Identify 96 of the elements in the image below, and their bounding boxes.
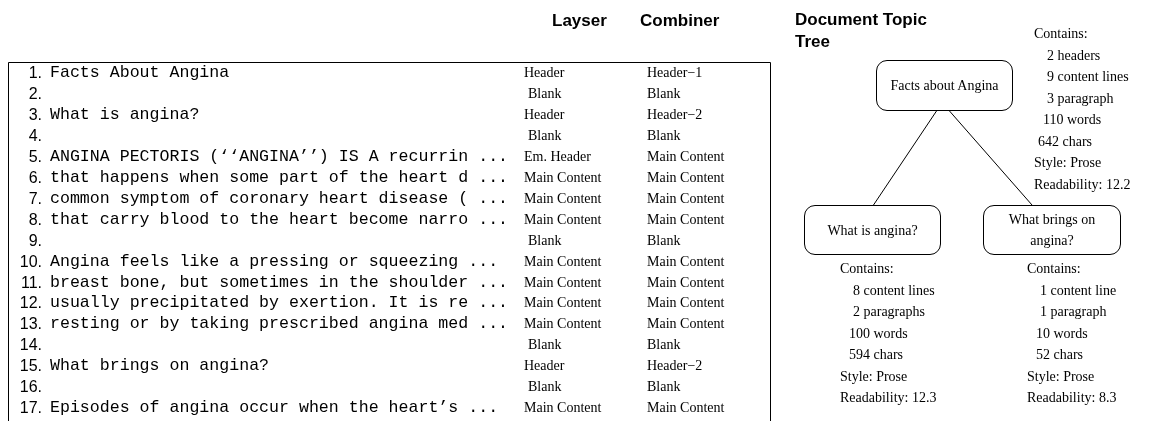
- line-number: 6.: [27, 167, 42, 188]
- line-number: 16.: [18, 377, 42, 398]
- line-number: 5.: [27, 146, 42, 167]
- line-text: common symptom of coronary heart disease ( ...: [50, 188, 509, 209]
- line-text: that carry blood to the heart become narro ...: [50, 209, 509, 230]
- layser-class: Main Content: [524, 168, 602, 187]
- topic-title: What is angina?: [827, 221, 918, 240]
- layser-class: Main Content: [524, 399, 602, 418]
- tree-link: [873, 110, 937, 206]
- layser-class: Main Content: [524, 189, 602, 208]
- line-number: 13.: [18, 314, 42, 335]
- topic-stat: 1 paragraph: [1040, 303, 1107, 321]
- diagram-title: Document Topic Tree: [795, 9, 928, 53]
- topic-stat: 8 content lines: [853, 281, 935, 300]
- topic-stat: 2 paragraphs: [853, 303, 925, 321]
- combiner-class: Blank: [647, 231, 681, 250]
- line-text: that happens when some part of the heart d ...: [50, 167, 509, 188]
- topic-title: Facts about Angina: [890, 77, 999, 95]
- line-number: 12.: [18, 293, 42, 314]
- combiner-class: Main Content: [647, 147, 725, 166]
- line-number: 17.: [18, 398, 42, 419]
- topic-stat: Contains:: [1034, 25, 1088, 43]
- topic-stat: 594 chars: [849, 346, 904, 364]
- combiner-class: Blank: [647, 84, 681, 103]
- column-header: Combiner: [640, 11, 720, 31]
- line-text: What is angina?: [50, 104, 200, 125]
- combiner-class: Main Content: [647, 210, 725, 229]
- line-text: Facts About Angina: [50, 63, 230, 83]
- combiner-class: Header−1: [647, 64, 703, 82]
- layser-class: Main Content: [524, 252, 602, 271]
- combiner-class: Main Content: [647, 294, 725, 313]
- layser-class: Header: [524, 357, 565, 376]
- column-header: Layser: [552, 11, 607, 31]
- layser-class: Blank: [528, 231, 562, 250]
- combiner-class: Main Content: [647, 399, 725, 418]
- combiner-class: Blank: [647, 336, 681, 355]
- combiner-class: Main Content: [647, 273, 725, 292]
- topic-box: [804, 205, 941, 255]
- topic-stat: 10 words: [1036, 324, 1088, 343]
- line-number: 11.: [19, 272, 42, 293]
- combiner-class: Header−2: [647, 357, 703, 376]
- line-number: 15.: [18, 356, 42, 377]
- topic-stat: 2 headers: [1047, 46, 1101, 65]
- layser-class: Blank: [528, 126, 562, 145]
- topic-stat: Style: Prose: [1034, 154, 1102, 172]
- topic-stat: 100 words: [849, 324, 908, 343]
- combiner-class: Main Content: [647, 168, 725, 187]
- layser-class: Blank: [528, 84, 562, 103]
- layser-class: Header: [524, 64, 565, 82]
- topic-stat: 1 content line: [1040, 281, 1117, 300]
- line-text: resting or by taking prescribed angina med ...: [50, 314, 509, 335]
- combiner-class: Header−2: [647, 105, 703, 124]
- layser-class: Main Content: [524, 294, 602, 313]
- line-number: 14.: [18, 335, 42, 356]
- topic-stat: 52 chars: [1036, 346, 1084, 364]
- topic-stat: Readability: 12.2: [1034, 175, 1131, 194]
- line-text: usually precipitated by exertion. It is re ...: [50, 293, 509, 314]
- line-number: 3.: [27, 104, 42, 125]
- topic-stat: Contains:: [840, 260, 894, 278]
- topic-stat: 3 paragraph: [1047, 89, 1114, 108]
- tree-link: [949, 110, 1033, 206]
- line-number: 7.: [27, 188, 42, 209]
- line-number: 9.: [27, 230, 42, 251]
- combiner-class: Blank: [647, 126, 681, 145]
- topic-title: What brings on angina?: [1007, 211, 1097, 250]
- topic-stat: 642 chars: [1038, 132, 1093, 151]
- line-text: ANGINA PECTORIS (‘‘ANGINA’’) IS A recurrin ...: [50, 146, 509, 167]
- line-text: What brings on angina?: [50, 356, 270, 377]
- line-text: breast bone, but sometimes in the shoulder ...: [50, 272, 509, 293]
- topic-box: [983, 205, 1121, 255]
- topic-stat: Readability: 8.3: [1027, 389, 1117, 407]
- combiner-class: Main Content: [647, 252, 725, 271]
- topic-stat: Style: Prose: [1027, 367, 1095, 386]
- line-number: 2.: [27, 83, 42, 104]
- line-text: Angina feels like a pressing or squeezing ...: [50, 251, 499, 272]
- line-text: Episodes of angina occur when the heart’s ...: [50, 398, 499, 419]
- line-number: 10.: [18, 251, 42, 272]
- topic-stat: 110 words: [1043, 111, 1102, 129]
- topic-stat: Readability: 12.3: [840, 389, 937, 407]
- combiner-class: Blank: [647, 378, 681, 397]
- topic-box: [876, 60, 1013, 111]
- layser-class: Blank: [528, 336, 562, 355]
- line-number: 1.: [27, 63, 42, 83]
- topic-stat: Style: Prose: [840, 367, 908, 386]
- line-number: 4.: [27, 125, 42, 146]
- layser-class: Blank: [528, 378, 562, 397]
- topic-stat: Contains:: [1027, 260, 1081, 278]
- combiner-class: Main Content: [647, 315, 725, 334]
- layser-class: Main Content: [524, 210, 602, 229]
- combiner-class: Main Content: [647, 189, 725, 208]
- topic-stat: 9 content lines: [1047, 68, 1129, 86]
- layser-class: Header: [524, 105, 565, 124]
- layser-class: Main Content: [524, 273, 602, 292]
- line-number: 8.: [27, 209, 42, 230]
- layser-class: Main Content: [524, 315, 602, 334]
- layser-class: Em. Header: [524, 147, 591, 166]
